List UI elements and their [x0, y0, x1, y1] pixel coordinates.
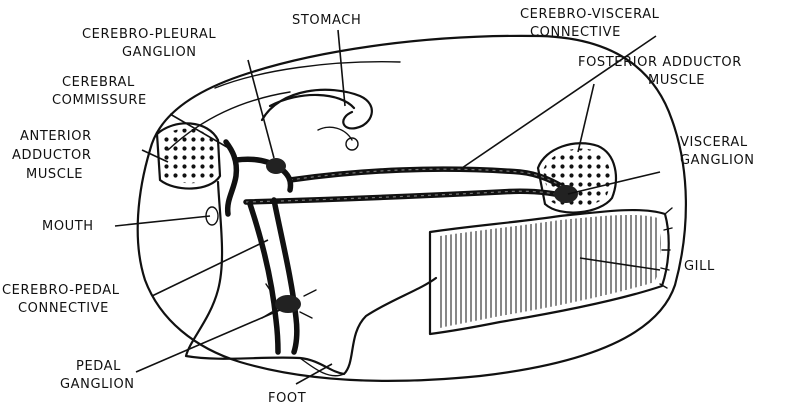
label-cerebral-commissure-2: COMMISSURE	[52, 93, 147, 108]
stomach-inner	[318, 127, 352, 140]
label-cerebro-pedal-connective-1: CEREBRO-PEDAL	[2, 283, 120, 298]
label-cerebro-visceral-connective-1: CEREBRO-VISCERAL	[520, 7, 660, 22]
label-pedal-ganglion-1: PEDAL	[76, 359, 121, 374]
label-cerebro-pedal-connective-2: CONNECTIVE	[18, 301, 109, 316]
label-gill: GILL	[684, 259, 715, 274]
stomach-outline	[262, 90, 372, 129]
cerebro-pleural-ganglion	[266, 158, 286, 174]
label-cerebro-pleural-ganglion-2: GANGLION	[122, 45, 197, 60]
label-cerebral-commissure-1: CEREBRAL	[62, 75, 135, 90]
label-posterior-adductor-muscle-2: MUSCLE	[648, 73, 705, 88]
anterior-adductor-muscle	[157, 123, 220, 188]
label-stomach: STOMACH	[292, 13, 361, 28]
label-visceral-ganglion-1: VISCERAL	[680, 135, 748, 150]
label-posterior-adductor-muscle-1: FOSTERIOR ADDUCTOR	[578, 55, 742, 70]
gill	[430, 208, 672, 334]
label-pedal-ganglion-2: GANGLION	[60, 377, 135, 392]
label-cerebro-visceral-connective-2: CONNECTIVE	[530, 25, 621, 40]
label-cerebro-pleural-ganglion-1: CEREBRO-PLEURAL	[82, 27, 216, 42]
label-foot: FOOT	[268, 391, 306, 406]
label-anterior-adductor-muscle-3: MUSCLE	[26, 167, 83, 182]
label-mouth: MOUTH	[42, 219, 94, 234]
labels: STOMACH CEREBRO-PLEURAL GANGLION CEREBRO…	[2, 7, 755, 406]
label-anterior-adductor-muscle-2: ADDUCTOR	[12, 148, 92, 163]
label-visceral-ganglion-2: GANGLION	[680, 153, 755, 168]
label-anterior-adductor-muscle-1: ANTERIOR	[20, 129, 92, 144]
visceral-ganglion	[554, 185, 578, 203]
foot-outline	[186, 182, 436, 374]
